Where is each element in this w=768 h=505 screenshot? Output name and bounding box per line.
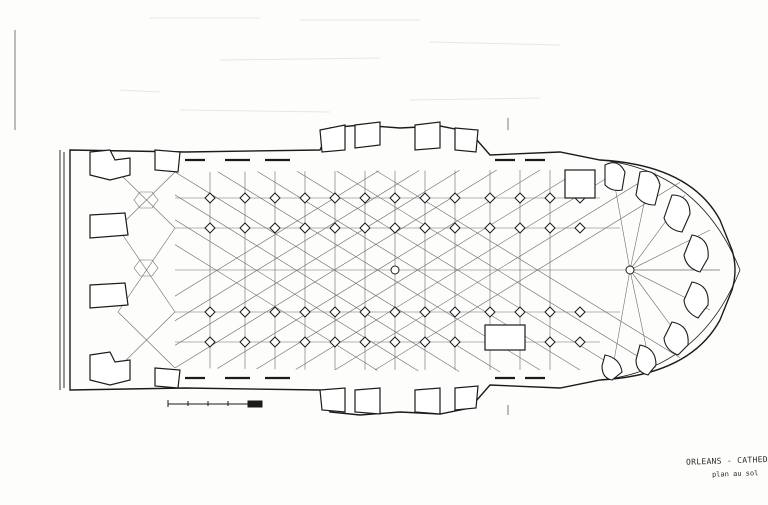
pier: [204, 336, 216, 348]
pier: [449, 192, 461, 204]
drawing-caption-subtitle: plan au sol: [711, 469, 759, 479]
pier: [239, 192, 251, 204]
pier: [299, 306, 311, 318]
radiating-chapels: [601, 162, 709, 381]
pier: [359, 306, 371, 318]
buttresses: [89, 121, 596, 415]
crossing-boss: [625, 265, 635, 275]
pier: [329, 222, 341, 234]
pier: [359, 222, 371, 234]
pier: [204, 222, 216, 234]
west-bay-vaults: [117, 171, 176, 369]
pier: [419, 222, 431, 234]
crossing-boss: [390, 265, 400, 275]
pier: [484, 306, 496, 318]
pier: [269, 222, 281, 234]
pier: [239, 222, 251, 234]
pier: [329, 336, 341, 348]
pier: [329, 306, 341, 318]
faint-background-markings: [119, 17, 561, 113]
pier: [389, 192, 401, 204]
pier: [514, 192, 526, 204]
pier: [574, 222, 586, 234]
scale-bar: [167, 400, 263, 408]
pier: [574, 306, 586, 318]
pier: [484, 192, 496, 204]
pier: [269, 192, 281, 204]
pier: [239, 336, 251, 348]
pier: [299, 336, 311, 348]
pier: [544, 222, 556, 234]
pier: [204, 306, 216, 318]
pier: [359, 336, 371, 348]
pier: [449, 222, 461, 234]
transept-axis-marks: [14, 30, 509, 415]
pier: [299, 222, 311, 234]
pier: [389, 222, 401, 234]
pier: [359, 192, 371, 204]
pier: [514, 306, 526, 318]
pier: [544, 192, 556, 204]
pier: [574, 336, 586, 348]
pier: [269, 306, 281, 318]
pier: [239, 306, 251, 318]
pier: [204, 192, 216, 204]
pier: [419, 192, 431, 204]
pier: [449, 306, 461, 318]
pier: [389, 336, 401, 348]
wall-thickness-marks: [185, 158, 545, 380]
vault-rib-lines: [175, 167, 720, 373]
pier: [514, 222, 526, 234]
pier: [299, 192, 311, 204]
pier: [544, 306, 556, 318]
pier: [544, 336, 556, 348]
pier: [269, 336, 281, 348]
pier: [419, 306, 431, 318]
pier: [419, 336, 431, 348]
pier: [449, 336, 461, 348]
pier: [389, 306, 401, 318]
pier: [329, 192, 341, 204]
pier: [484, 222, 496, 234]
